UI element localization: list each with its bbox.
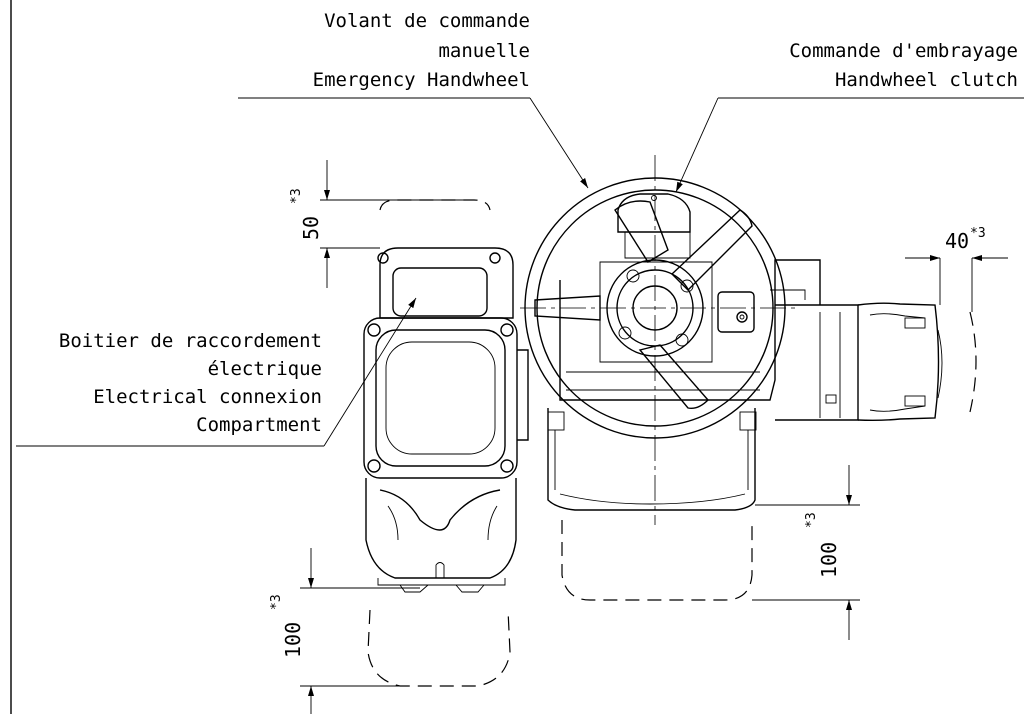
label-handwheel-en: Emergency Handwheel <box>313 69 530 91</box>
label-box-en-1: Electrical connexion <box>93 386 322 408</box>
label-handwheel-fr-1: Volant de commande <box>324 10 530 32</box>
dim-40-note: *3 <box>970 226 986 241</box>
gearbox-body <box>547 259 943 511</box>
dim-40-value: 40 <box>945 229 969 253</box>
dim-50-note: *3 <box>289 188 304 204</box>
dim-100-center-value: 100 <box>817 542 841 578</box>
electrical-compartment <box>363 247 529 593</box>
dimension-40-right: 40 *3 <box>905 226 1008 312</box>
label-box-fr-2: électrique <box>208 358 322 380</box>
dim-100-center-note: *3 <box>804 512 819 528</box>
label-box-fr-1: Boitier de raccordement <box>59 330 322 352</box>
leader-lines <box>16 97 1024 447</box>
clearance-bottom-left <box>367 609 511 687</box>
clearance-top-left <box>379 199 491 211</box>
dim-100-left-value: 100 <box>281 622 305 658</box>
callout-clutch: Commande d'embrayage Handwheel clutch <box>789 40 1018 91</box>
dim-100-left-note: *3 <box>269 594 284 610</box>
label-box-en-2: Compartment <box>196 414 322 436</box>
dimension-100-center: 100 *3 <box>752 465 860 640</box>
clearance-bottom-center <box>561 520 753 601</box>
clearance-right <box>969 311 977 413</box>
callout-electrical-box: Boitier de raccordement électrique Elect… <box>59 330 322 436</box>
label-clutch-fr: Commande d'embrayage <box>789 40 1018 62</box>
callout-handwheel: Volant de commande manuelle Emergency Ha… <box>313 10 530 91</box>
dim-50-value: 50 <box>299 216 323 240</box>
label-handwheel-fr-2: manuelle <box>438 40 530 62</box>
dimension-100-left: 100 *3 <box>269 548 420 714</box>
dimension-50-top: 50 *3 <box>289 160 470 288</box>
label-clutch-en: Handwheel clutch <box>835 69 1018 91</box>
